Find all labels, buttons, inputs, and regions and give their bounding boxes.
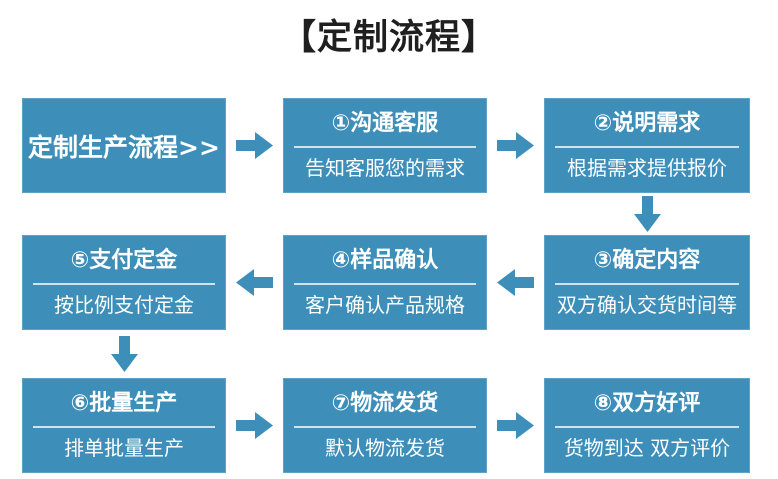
arrow-left-icon	[226, 235, 283, 330]
arrow-right-icon	[487, 98, 544, 193]
arrow-down-icon	[544, 193, 750, 235]
arrow-down-icon	[22, 330, 226, 378]
step-box-3: ③确定内容 双方确认交货时间等	[544, 235, 750, 330]
divider	[555, 425, 739, 428]
divider	[33, 425, 215, 428]
page-title: 【定制流程】	[280, 18, 497, 58]
step-subtext: 按比例支付定金	[54, 292, 194, 317]
divider	[294, 145, 476, 148]
step-subtext: 根据需求提供报价	[567, 155, 727, 180]
step-box-7: ⑦物流发货 默认物流发货	[283, 378, 487, 473]
divider	[294, 282, 476, 285]
step-heading: ⑤支付定金	[70, 248, 178, 274]
step-subtext: 默认物流发货	[325, 435, 445, 460]
step-subtext: 排单批量生产	[64, 435, 184, 460]
step-heading: ⑥批量生产	[70, 391, 178, 417]
step-box-6: ⑥批量生产 排单批量生产	[22, 378, 226, 473]
start-label: 定制生产流程>>	[28, 132, 220, 162]
step-heading: ②说明需求	[593, 111, 701, 137]
divider	[294, 425, 476, 428]
flow-grid: 定制生产流程>> ①沟通客服 告知客服您的需求 ②说明需求 根据需求提供报价 ⑤…	[22, 98, 778, 473]
divider	[33, 282, 215, 285]
step-subtext: 客户确认产品规格	[305, 292, 465, 317]
arrow-right-icon	[226, 98, 283, 193]
step-heading: ①沟通客服	[331, 111, 439, 137]
step-heading: ⑧双方好评	[593, 391, 701, 417]
step-heading: ⑦物流发货	[331, 391, 439, 417]
arrow-right-icon	[487, 378, 544, 473]
step-subtext: 货物到达 双方评价	[563, 435, 731, 460]
step-box-5: ⑤支付定金 按比例支付定金	[22, 235, 226, 330]
divider	[555, 282, 739, 285]
divider	[555, 145, 739, 148]
step-subtext: 告知客服您的需求	[305, 155, 465, 180]
step-heading: ④样品确认	[331, 248, 439, 274]
arrow-left-icon	[487, 235, 544, 330]
step-subtext: 双方确认交货时间等	[557, 292, 737, 317]
step-box-1: ①沟通客服 告知客服您的需求	[283, 98, 487, 193]
step-box-4: ④样品确认 客户确认产品规格	[283, 235, 487, 330]
start-box: 定制生产流程>>	[22, 98, 226, 193]
step-heading: ③确定内容	[593, 248, 701, 274]
arrow-right-icon	[226, 378, 283, 473]
step-box-2: ②说明需求 根据需求提供报价	[544, 98, 750, 193]
step-box-8: ⑧双方好评 货物到达 双方评价	[544, 378, 750, 473]
